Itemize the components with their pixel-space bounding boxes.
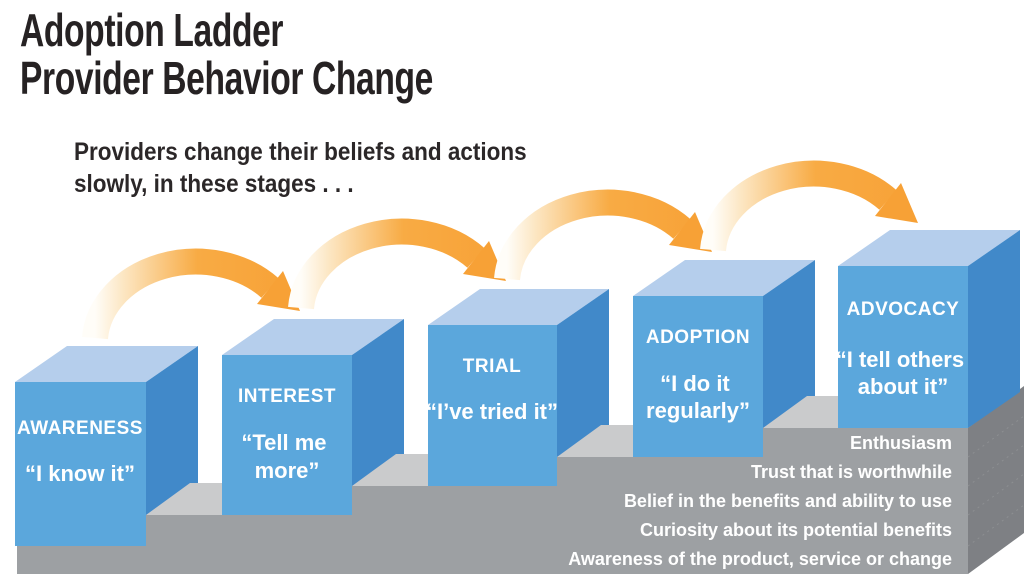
step-2-riser: [146, 515, 968, 546]
cube-awareness-front: [15, 382, 146, 546]
stage-quote-adoption-line-1: “I do it: [660, 371, 730, 396]
step-label-belief: Belief in the benefits and ability to us…: [624, 491, 952, 511]
arrow-4-head-icon: [875, 183, 918, 223]
arrow-2-arc: [288, 218, 485, 310]
step-3-riser: [352, 486, 968, 515]
stage-quote-adoption: “I do it regularly”: [646, 371, 750, 423]
stage-label-adoption: ADOPTION: [646, 327, 750, 348]
subtitle-line-2: slowly, in these stages . . .: [74, 170, 354, 198]
subtitle: Providers change their beliefs and actio…: [74, 136, 527, 200]
arrow-adoption-to-advocacy: [700, 160, 918, 252]
arrows: [82, 160, 918, 340]
stage-quote-interest: “Tell me more”: [241, 430, 332, 483]
stage-quote-interest-line-2: more”: [255, 458, 320, 483]
staircase-side: [967, 386, 1024, 574]
staircase-side-face: [968, 386, 1024, 574]
cube-awareness-top: [15, 346, 198, 382]
cube-awareness: [15, 346, 198, 546]
subtitle-line-1: Providers change their beliefs and actio…: [74, 138, 527, 166]
stage-label-awareness: AWARENESS: [17, 418, 143, 439]
title-line-1: Adoption Ladder: [20, 4, 284, 56]
stage-quote-trial: “I’ve tried it”: [426, 399, 558, 424]
cube-advocacy-top: [838, 230, 1020, 266]
cube-trial-top: [428, 289, 609, 325]
step-4-riser: [557, 457, 968, 486]
step-5-riser: [763, 428, 968, 457]
step-label-enthusiasm: Enthusiasm: [850, 433, 952, 453]
stage-label-trial: TRIAL: [463, 356, 521, 377]
cube-interest: [222, 319, 404, 515]
step-labels: Enthusiasm Trust that is worthwhile Beli…: [568, 433, 952, 569]
step-1-riser: [17, 546, 968, 574]
step-label-curiosity: Curiosity about its potential benefits: [640, 520, 952, 540]
stage-quote-awareness: “I know it”: [25, 461, 135, 486]
stage-quote-advocacy: “I tell others about it”: [836, 347, 970, 399]
stage-label-advocacy: ADVOCACY: [847, 299, 960, 320]
cube-advocacy-side: [968, 230, 1020, 428]
arrow-1-arc: [82, 248, 279, 340]
title-line-2: Provider Behavior Change: [20, 52, 433, 104]
stage-label-interest: INTEREST: [238, 386, 336, 407]
cube-labels: AWARENESS “I know it” INTEREST “Tell me …: [17, 299, 970, 486]
cube-interest-top: [222, 319, 404, 355]
cube-adoption-top: [633, 260, 815, 296]
cube-advocacy-front: [838, 266, 968, 428]
page-title: Adoption Ladder Provider Behavior Change: [20, 6, 433, 102]
stage-quote-advocacy-line-2: about it”: [858, 374, 948, 399]
cube-advocacy: [838, 230, 1020, 428]
stage-quote-interest-line-1: “Tell me: [241, 430, 326, 455]
cube-interest-front: [222, 355, 352, 515]
stage-quote-advocacy-line-1: “I tell others: [836, 347, 964, 372]
cube-adoption-front: [633, 296, 763, 457]
step-label-trust: Trust that is worthwhile: [751, 462, 952, 482]
stage-quote-adoption-line-2: regularly”: [646, 398, 750, 423]
arrow-3-arc: [494, 189, 691, 281]
arrow-4-arc: [700, 160, 897, 252]
cube-trial-front: [428, 325, 557, 486]
step-label-awareness: Awareness of the product, service or cha…: [568, 549, 952, 569]
